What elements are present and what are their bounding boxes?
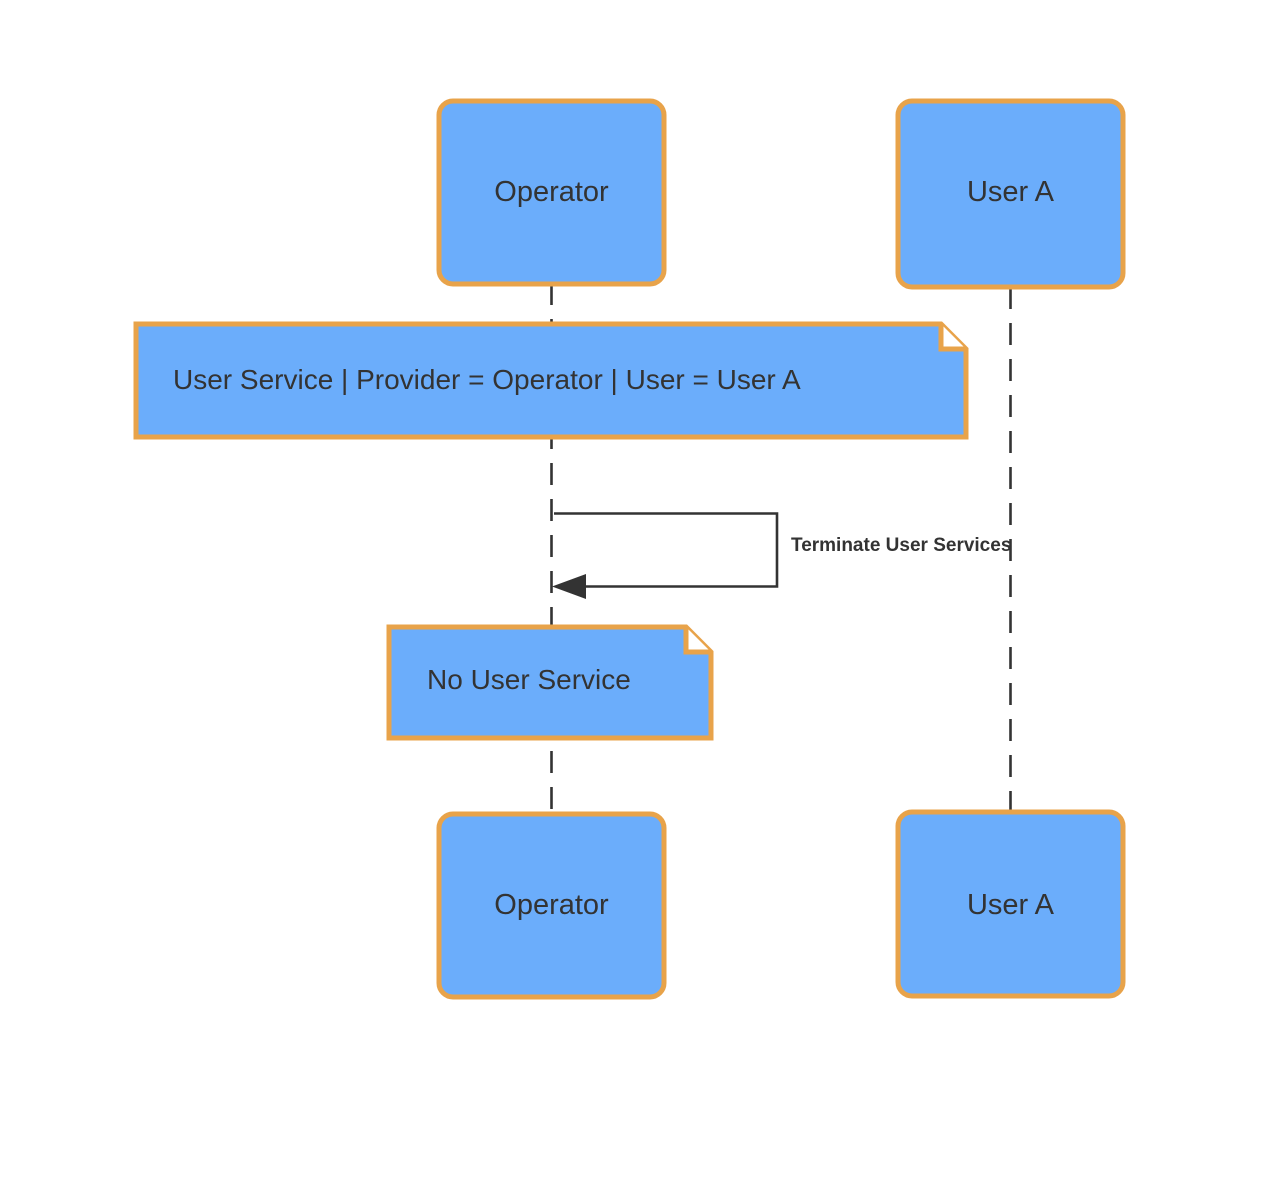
lifeline-head-operator[interactable] bbox=[436, 98, 667, 287]
self-message-path-terminate[interactable] bbox=[554, 512, 779, 588]
note-fold-no-user-service bbox=[683, 627, 711, 655]
note-shape-user-service[interactable] bbox=[133, 321, 969, 440]
note-shape-no-user-service[interactable] bbox=[386, 624, 714, 741]
note-fold-user-service bbox=[938, 324, 966, 352]
lifeline-head-user-a[interactable] bbox=[895, 98, 1126, 290]
lifeline-foot-operator[interactable] bbox=[436, 811, 667, 1000]
self-message-arrowhead-terminate bbox=[552, 574, 586, 599]
lifeline-foot-user-a[interactable] bbox=[895, 809, 1126, 999]
